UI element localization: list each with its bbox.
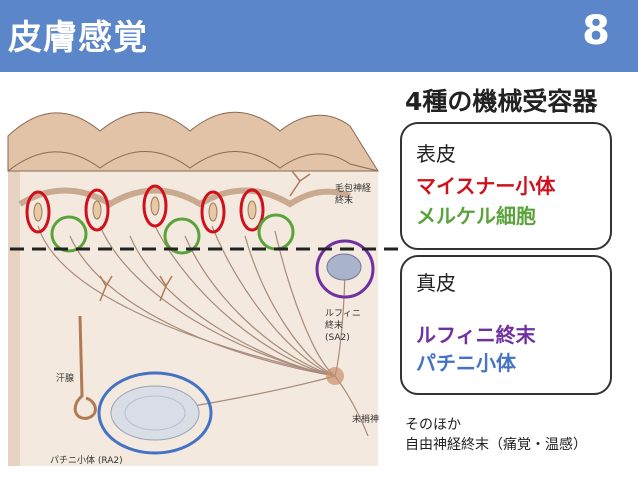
- label-hair-nerve: 毛包神経: [335, 182, 371, 194]
- merkel-label: メルケル細胞: [416, 204, 536, 228]
- free-nerve-endings: [99, 170, 311, 302]
- skin-cross-section-figure: 毛包神経 終末 ルフィニ 終末 (SA2) 汗腺 末梢神 パチニ小体 (RA2): [7, 111, 400, 466]
- ruffini-label: ルフィニ終末: [416, 323, 536, 347]
- label-ruffini-2: 終末: [325, 319, 343, 331]
- ruffini-marker: [315, 239, 375, 299]
- page-number: 8: [582, 8, 610, 54]
- epidermis-layer: [7, 111, 379, 172]
- meissner-marker: [25, 190, 51, 234]
- receptor-heading: 4種の機械受容器: [405, 87, 598, 116]
- meissner-marker: [84, 188, 110, 232]
- meissner-corpuscle: [208, 202, 218, 222]
- label-sweat-gland: 汗腺: [56, 372, 74, 384]
- label-ruffini-3: (SA2): [325, 333, 350, 343]
- pacini-lamella: [124, 395, 186, 431]
- merkel-marker: [50, 215, 88, 253]
- merkel-marker: [163, 217, 201, 255]
- label-hair-nerve-2: 終末: [335, 194, 353, 206]
- other-note-line2: 自由神経終末（痛覚・温感）: [405, 437, 587, 453]
- sweat-gland: [73, 315, 97, 420]
- meissner-corpuscle: [247, 200, 257, 220]
- dermis-box: 真皮 ルフィニ終末 パチニ小体: [400, 255, 612, 395]
- dermis-label: 真皮: [416, 271, 456, 295]
- meissner-markers: [25, 184, 265, 234]
- nerve-plexus: [326, 367, 344, 385]
- meissner-marker: [200, 190, 226, 234]
- ruffini-ending: [326, 253, 362, 281]
- meissner-marker: [239, 188, 265, 232]
- slide-title: 皮膚感覚: [8, 18, 148, 58]
- label-pacini: パチニ小体 (RA2): [50, 454, 123, 466]
- nerve-fibers: [37, 225, 369, 437]
- epidermis-boundary: [7, 151, 379, 172]
- pacini-corpuscle: [110, 385, 200, 441]
- meissner-corpuscle: [33, 202, 43, 222]
- label-peripheral-nerve: 末梢神: [352, 413, 379, 425]
- other-note-line1: そのほか: [405, 417, 461, 433]
- dermis-side: [8, 171, 20, 466]
- meissner-label: マイスナー小体: [416, 174, 556, 198]
- meissner-corpuscle: [150, 196, 160, 216]
- label-ruffini: ルフィニ: [325, 309, 361, 319]
- epidermis-box: 表皮 マイスナー小体 メルケル細胞: [400, 122, 612, 250]
- meissner-marker: [142, 184, 168, 228]
- papillary-layer: [18, 187, 352, 208]
- meissner-corpuscle: [92, 200, 102, 220]
- title-bar: 皮膚感覚 8: [0, 0, 638, 72]
- epidermis-label: 表皮: [416, 142, 456, 166]
- pacini-label: パチニ小体: [416, 351, 516, 375]
- pacini-marker: [97, 371, 213, 455]
